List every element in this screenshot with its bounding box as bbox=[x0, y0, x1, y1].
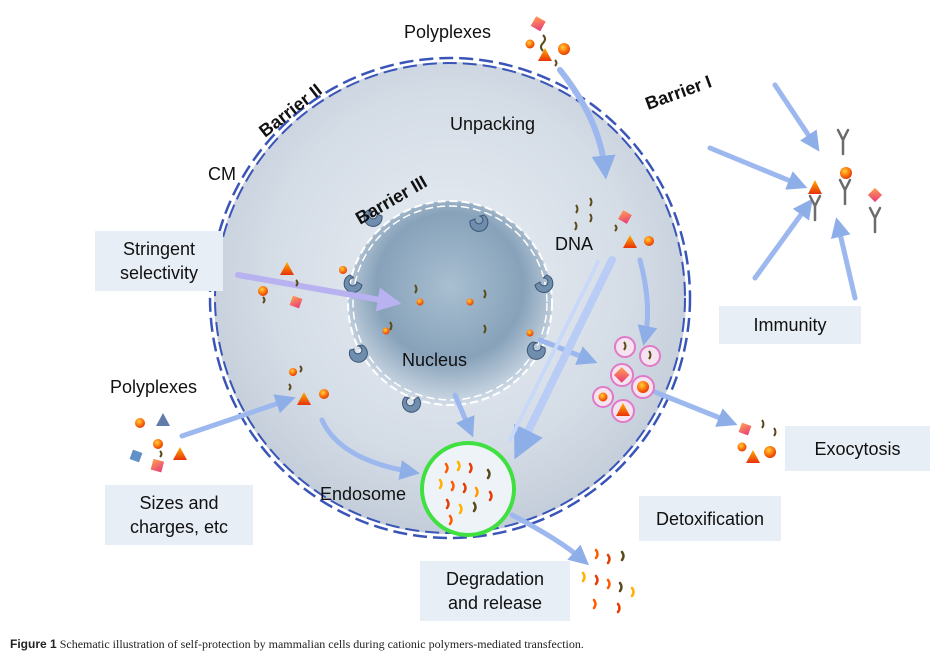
nuclear-pore-receptors bbox=[343, 209, 554, 413]
label-endosome: Endosome bbox=[320, 484, 406, 504]
box-detoxification-text: Detoxification bbox=[655, 508, 765, 529]
figure-label: Figure 1 bbox=[10, 637, 57, 651]
dna-cytoplasm bbox=[574, 197, 654, 248]
label-barrier-1: Barrier I bbox=[643, 71, 715, 113]
nucleus-contents bbox=[339, 266, 534, 337]
pathway-arrows bbox=[179, 67, 858, 566]
label-nucleus: Nucleus bbox=[402, 350, 467, 370]
nucleus bbox=[347, 200, 553, 406]
nuclear-envelope bbox=[347, 200, 553, 406]
cell-membrane-outer bbox=[208, 56, 692, 540]
box-stringent-line2: selectivity bbox=[119, 263, 199, 283]
box-exocytosis: Exocytosis bbox=[785, 426, 930, 471]
box-degradation-line2: and release bbox=[447, 593, 543, 613]
box-degradation-line1: Degradation bbox=[445, 569, 545, 589]
box-sizes-charges: Sizes and charges, etc bbox=[105, 485, 253, 545]
box-detoxification: Detoxification bbox=[639, 496, 781, 541]
box-sizes-line2: charges, etc bbox=[129, 517, 229, 537]
box-immunity-text: Immunity bbox=[753, 315, 827, 335]
label-cm: CM bbox=[208, 164, 236, 184]
box-stringent-line1: Stringent bbox=[122, 239, 196, 259]
box-immunity: Immunity bbox=[719, 306, 861, 344]
label-unpacking: Unpacking bbox=[450, 114, 535, 134]
box-stringent-selectivity: Stringent selectivity bbox=[95, 231, 223, 291]
box-exocytosis-text: Exocytosis bbox=[814, 438, 901, 459]
label-polyplexes-top: Polyplexes bbox=[404, 22, 491, 42]
label-dna: DNA bbox=[555, 234, 593, 254]
figure-caption: Figure 1 Schematic illustration of self-… bbox=[10, 637, 584, 652]
box-sizes-line1: Sizes and bbox=[139, 493, 219, 513]
polyplexes-cytoplasm-left bbox=[288, 365, 329, 405]
label-polyplexes-left: Polyplexes bbox=[110, 377, 197, 397]
polyplexes-exocytosis bbox=[737, 419, 777, 463]
endosome bbox=[420, 441, 516, 537]
polyplexes-cluster-top bbox=[525, 16, 570, 67]
figure-caption-text: Schematic illustration of self-protectio… bbox=[59, 637, 584, 651]
antibodies bbox=[808, 128, 882, 234]
released-dna bbox=[581, 548, 635, 614]
polyplexes-stringent bbox=[258, 262, 303, 309]
polyplexes-cluster-left bbox=[129, 413, 187, 473]
antibody-bound-polyplexes bbox=[808, 167, 883, 203]
box-degradation-release: Degradation and release bbox=[420, 561, 570, 621]
